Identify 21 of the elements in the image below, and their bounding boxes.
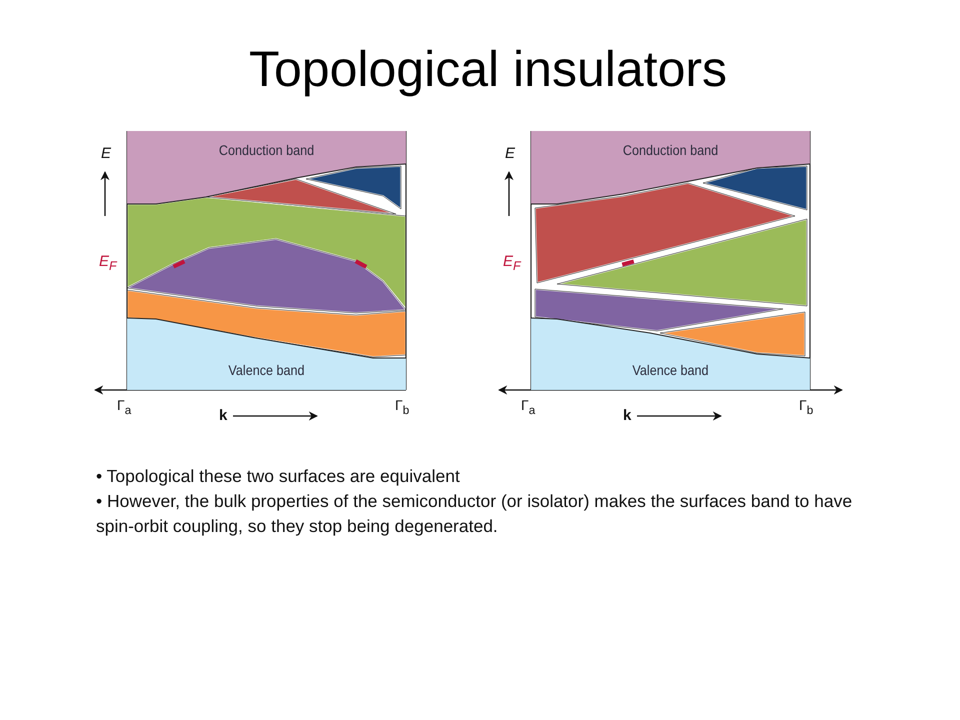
axis-label: E$_{F}$ xyxy=(503,253,521,273)
bullet-text: • However, the bulk properties of the semiconductor (or isolator) makes the surfaces band to have spin-orbit coupling, so they stop being degenerated. xyxy=(96,490,854,538)
band-region xyxy=(531,317,810,390)
band-label: Valence band xyxy=(631,362,710,378)
axis-label: E xyxy=(101,145,112,162)
axis-label: k xyxy=(623,407,632,424)
band-region xyxy=(127,317,406,390)
axis-label: k xyxy=(219,407,228,424)
axis-label: Γ$_{b}$ xyxy=(395,397,410,417)
band-label: Conduction band xyxy=(622,142,720,158)
band-region xyxy=(531,131,810,205)
slide-title: Topological insulators xyxy=(248,40,728,98)
band-label: Valence band xyxy=(227,362,306,378)
axis-label: E xyxy=(505,145,516,162)
axis-label: E$_{F}$ xyxy=(99,253,117,273)
band-region xyxy=(127,131,406,205)
band-label: Conduction band xyxy=(218,142,316,158)
bullet-text: • Topological these two surfaces are equivalent xyxy=(96,465,461,488)
axis-label: Γ$_{a}$ xyxy=(521,397,536,417)
axis-label: Γ$_{b}$ xyxy=(799,397,814,417)
axis-label: Γ$_{a}$ xyxy=(117,397,132,417)
